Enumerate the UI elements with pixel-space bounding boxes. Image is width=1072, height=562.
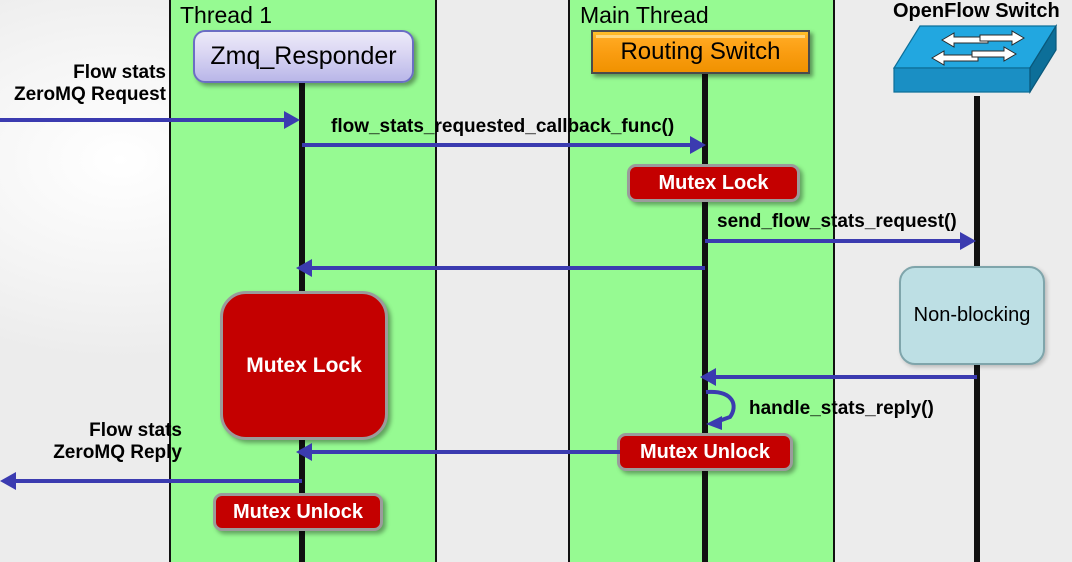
note-non-blocking: Non-blocking	[899, 266, 1045, 365]
label-handle-stats-reply: handle_stats_reply()	[749, 398, 934, 419]
arrow-stats-reply-inbound	[714, 375, 977, 379]
block-mutex-lock-thread-1[interactable]: Mutex Lock	[220, 291, 388, 440]
label-flow-stats-zeromq-reply: Flow stats ZeroMQ Reply	[0, 420, 182, 464]
label-send-flow-stats-request: send_flow_stats_request()	[717, 211, 957, 232]
label-request-line1: Flow stats	[73, 62, 166, 83]
actor-zmq-responder-label: Zmq_Responder	[210, 42, 397, 70]
arrow-zeromq-reply	[12, 479, 302, 483]
label-reply-line2: ZeroMQ Reply	[53, 441, 182, 463]
label-flow-stats-zeromq-request: Flow stats ZeroMQ Request	[0, 62, 166, 106]
arrow-send-flow-stats-request	[705, 239, 963, 243]
actor-openflow-switch-label: OpenFlow Switch	[893, 0, 1060, 22]
label-reply-line1: Flow stats	[89, 420, 182, 441]
arrowhead-zeromq-reply	[0, 472, 16, 490]
block-mutex-unlock-thread-1-label: Mutex Unlock	[232, 500, 364, 523]
block-mutex-unlock-main-thread[interactable]: Mutex Unlock	[617, 433, 793, 471]
lane-title-thread-1: Thread 1	[180, 2, 273, 28]
block-mutex-lock-main-thread-label: Mutex Lock	[658, 171, 769, 194]
arrow-flow-stats-requested-callback-func	[302, 143, 693, 147]
label-request-line2: ZeroMQ Request	[13, 83, 166, 105]
openflow-switch-icon	[884, 22, 1066, 103]
arrowhead-mutex-unlock-return	[296, 443, 312, 461]
arrowhead-zeromq-request	[284, 111, 300, 129]
arrowhead-stats-reply-inbound	[700, 368, 716, 386]
actor-routing-switch-label: Routing Switch	[620, 38, 781, 65]
selfloop-handle-stats-reply	[700, 386, 752, 437]
block-mutex-unlock-thread-1[interactable]: Mutex Unlock	[213, 493, 383, 531]
note-non-blocking-label: Non-blocking	[913, 304, 1031, 326]
actor-routing-switch[interactable]: Routing Switch	[591, 30, 810, 74]
arrowhead-callback-return	[296, 259, 312, 277]
arrowhead-send-flow-stats-request	[960, 232, 976, 250]
lifeline-routing-switch	[702, 72, 708, 562]
actor-zmq-responder[interactable]: Zmq_Responder	[193, 30, 414, 83]
label-flow-stats-requested-callback-func: flow_stats_requested_callback_func()	[331, 116, 675, 137]
arrow-callback-return	[310, 266, 705, 270]
arrow-mutex-unlock-return	[310, 450, 620, 454]
block-mutex-lock-main-thread[interactable]: Mutex Lock	[627, 164, 800, 202]
block-mutex-unlock-main-thread-label: Mutex Unlock	[639, 440, 771, 463]
arrowhead-callback-func	[690, 136, 706, 154]
lane-title-main-thread: Main Thread	[580, 2, 709, 28]
block-mutex-lock-thread-1-label: Mutex Lock	[246, 353, 362, 377]
arrow-zeromq-request	[0, 118, 288, 122]
